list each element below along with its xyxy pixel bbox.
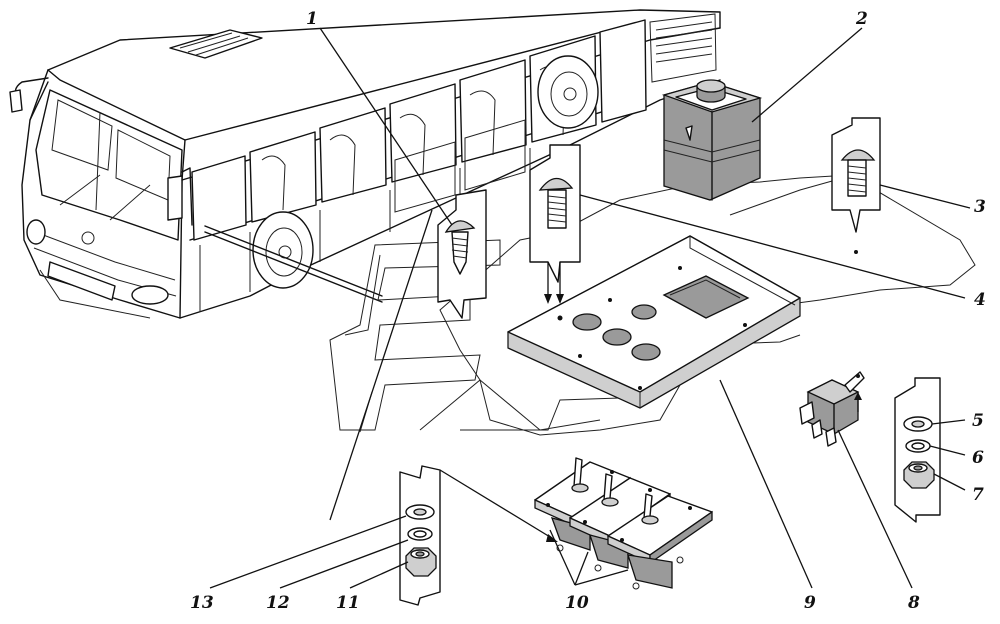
callout-7: 7 (972, 485, 984, 505)
bus-illustration (9, 9, 721, 319)
fastener-set-5-6-7 (894, 377, 941, 523)
callout-3: 3 (974, 197, 986, 217)
bus-wheel-front (252, 211, 314, 289)
callout-8: 8 (907, 593, 920, 613)
toggle-switches-10 (534, 457, 713, 590)
bus-wheel-rear (537, 55, 599, 129)
callout-4: 4 (974, 290, 986, 310)
mounting-plate-9 (507, 235, 801, 409)
callout-9: 9 (804, 593, 816, 613)
callout-11: 11 (336, 593, 360, 613)
callout-5: 5 (972, 411, 984, 431)
callout-2: 2 (855, 9, 868, 29)
callout-6: 6 (972, 448, 984, 468)
callout-labels: 1 2 3 4 5 6 7 8 9 10 11 12 13 (190, 9, 986, 613)
callout-12: 12 (266, 593, 290, 613)
callout-13: 13 (190, 593, 214, 613)
fastener-set-11-12-13 (399, 465, 558, 606)
callout-10: 10 (565, 593, 589, 613)
push-button-switch-2 (661, 79, 763, 201)
machine-screw-3 (831, 117, 881, 254)
leader-lines (209, 27, 971, 589)
tapping-screw-1 (437, 189, 487, 319)
machine-screw-4 (529, 144, 581, 304)
callout-1: 1 (306, 9, 318, 29)
relay-8 (799, 371, 865, 447)
